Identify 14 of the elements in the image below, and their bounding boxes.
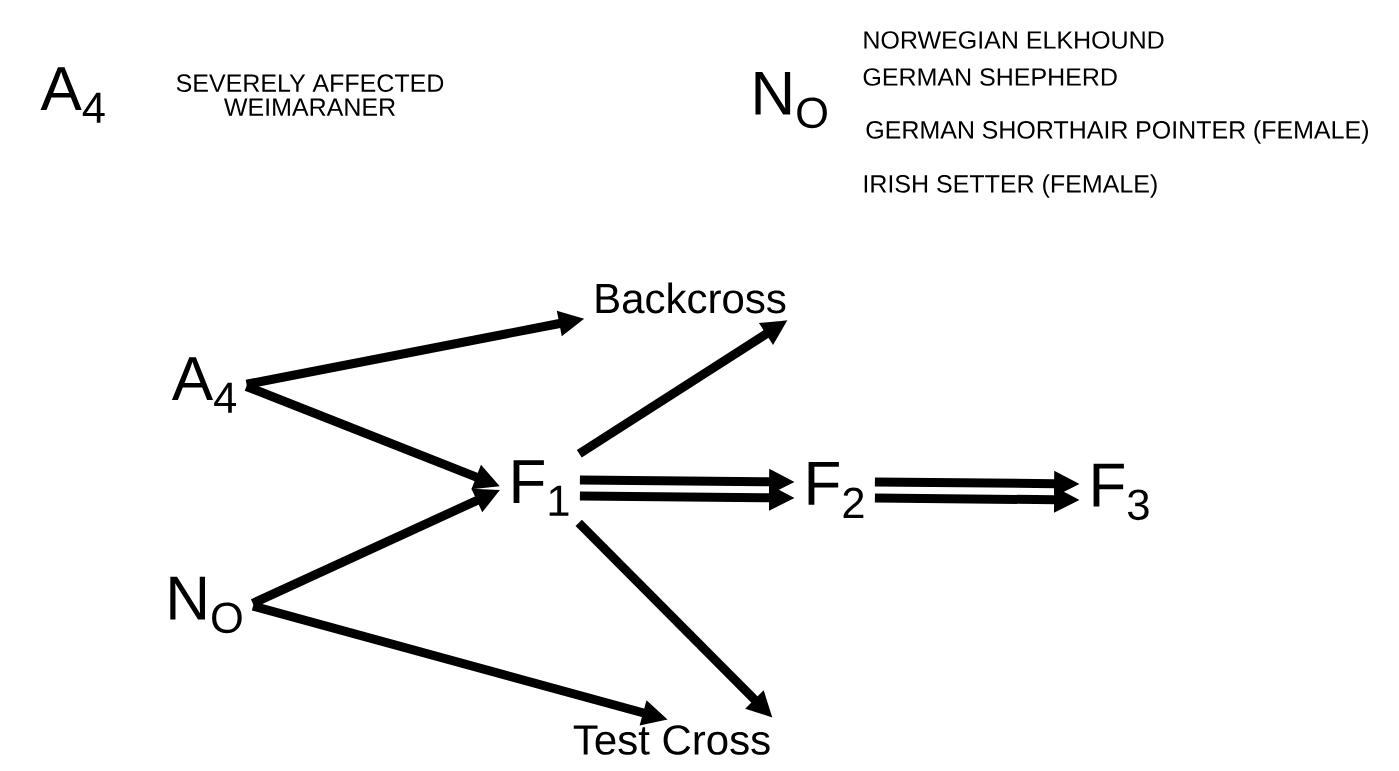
legend-text: SEVERELY AFFECTED WEIMARANER — [176, 74, 444, 116]
legend-text: GERMAN SHEPHERD — [863, 68, 1117, 86]
generation-label: F$_{2}$ — [808, 462, 864, 518]
legend-text: NORWEGIAN ELKHOUND — [864, 31, 1164, 49]
generation-label: Backcross — [596, 282, 786, 314]
legend-text: IRISH SETTER (FEMALE) — [864, 174, 1157, 198]
generation-label: F$_{1}$ — [513, 460, 569, 516]
generation-label: Test Cross — [573, 725, 770, 755]
generation-label: N$_{O}$ — [170, 576, 242, 634]
legend-text: N$_{O}$ — [755, 71, 827, 129]
legend-text: GERMAN SHORTHAIR POINTER (FEMALE) — [866, 120, 1368, 144]
legend-text: A$_{4}$ — [40, 67, 105, 123]
generation-label: F$_{3}$ — [1093, 463, 1149, 521]
generation-label: A$_{4}$ — [171, 357, 236, 413]
